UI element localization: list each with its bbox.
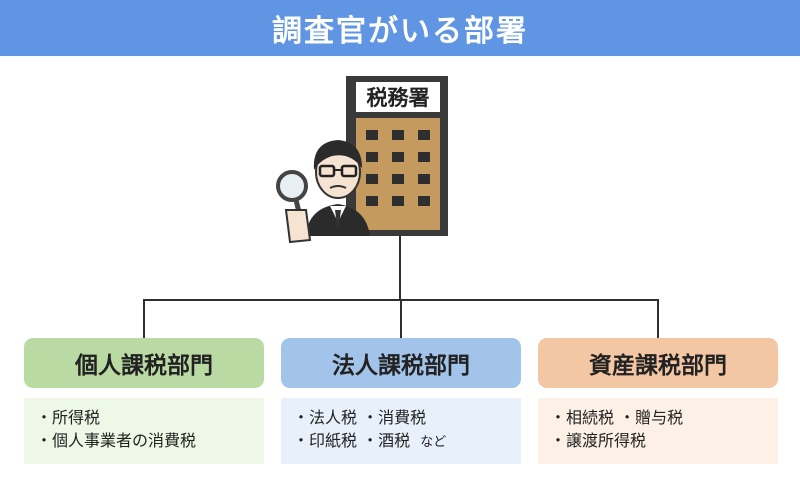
tax-item: ・所得税 [36,408,101,427]
building-sign: 税務署 [367,86,430,110]
tax-item: ・相続税 ・贈与税 [550,408,684,427]
tax-office-illustration: 税務署 [276,76,448,244]
department-corporate-taxation: 法人課税部門 [281,338,521,388]
tax-list-corporate: ・法人税 ・消費税 ・印紙税 ・酒税 など [281,398,521,464]
connector-left [143,299,145,339]
investigator-icon [306,140,370,236]
connector-trunk [399,236,401,300]
department-label: 資産課税部門 [589,353,727,379]
department-label: 個人課税部門 [75,353,213,379]
magnifying-glass-icon [276,170,312,244]
connector-center [400,299,402,339]
title-banner: 調査官がいる部署 [0,0,800,56]
tax-list-individual: ・所得税 ・個人事業者の消費税 [24,398,264,464]
connector-right [657,299,659,339]
tax-item: ・法人税 ・消費税 [293,408,427,427]
department-individual-taxation: 個人課税部門 [24,338,264,388]
tax-item: ・印紙税 ・酒税 [293,431,411,450]
tax-office-building-icon: 税務署 [346,76,448,236]
department-label: 法人課税部門 [332,353,470,379]
page-title: 調査官がいる部署 [272,14,528,49]
tax-list-asset: ・相続税 ・贈与税 ・譲渡所得税 [538,398,778,464]
tax-item: ・個人事業者の消費税 [36,431,197,450]
tax-item-row: ・印紙税 ・酒税 など [293,429,509,454]
etc-label: など [420,435,447,450]
tax-item: ・譲渡所得税 [550,431,647,450]
department-asset-taxation: 資産課税部門 [538,338,778,388]
